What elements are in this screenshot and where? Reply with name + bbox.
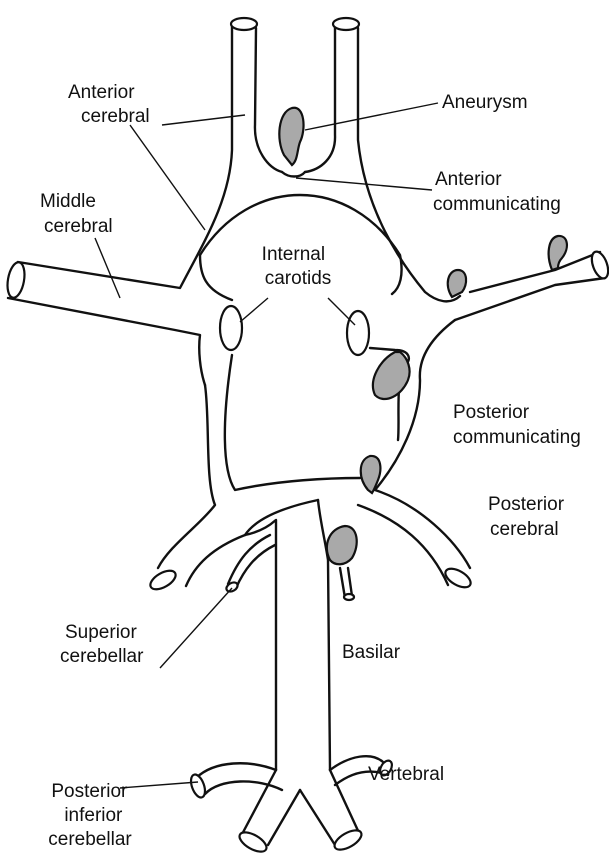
aneurysm-posterior-communicating xyxy=(373,352,410,399)
leader-anterior-cerebral-left xyxy=(130,125,205,230)
aneurysm-right-middle-cerebral-1 xyxy=(448,270,466,297)
right-internal-carotid-end xyxy=(347,311,369,355)
leader-internal-carotid-left xyxy=(240,298,268,322)
labels: Anterior cerebral Aneurysm Anterior comm… xyxy=(40,82,581,850)
label-anterior-communicating: Anterior communicating xyxy=(433,169,561,215)
left-anterior-cerebral-outer-wall xyxy=(18,22,232,288)
label-vertebral: Vertebral xyxy=(368,764,444,785)
right-posterior-cerebral-end xyxy=(442,565,473,591)
left-internal-carotid-end xyxy=(220,306,242,350)
left-carotid-stub-wall xyxy=(200,255,232,300)
right-anterior-cerebral-inner-wall xyxy=(305,22,335,172)
right-middle-cerebral-lower-wall xyxy=(455,278,605,320)
inner-lower-loop xyxy=(225,355,360,490)
right-middle-cerebral-upper-wall xyxy=(470,252,600,292)
leader-superior-cerebellar xyxy=(160,588,232,668)
label-posterior-communicating: Posterior communicating xyxy=(453,402,581,448)
left-superior-cerebellar xyxy=(228,535,275,588)
basilar-top-wall xyxy=(245,500,318,535)
left-pica xyxy=(196,763,282,794)
right-superior-cerebellar-end xyxy=(344,594,354,600)
left-posterior-cerebral-wall xyxy=(186,535,245,586)
leader-lines xyxy=(95,103,438,788)
label-anterior-cerebral: Anterior cerebral xyxy=(68,82,150,127)
left-anterior-cerebral-inner-wall xyxy=(255,28,282,172)
anterior-communicating-wall xyxy=(282,172,305,177)
right-anterior-cerebral-outer-wall xyxy=(358,28,460,301)
aneurysm-anterior-communicating xyxy=(279,108,303,165)
label-superior-cerebellar: Superior cerebellar xyxy=(60,622,144,667)
left-pica-end xyxy=(188,773,207,800)
left-posterior-cerebral-end xyxy=(147,567,178,593)
aneurysm-superior-cerebellar xyxy=(327,526,357,564)
left-vertebral-end xyxy=(237,828,270,853)
right-middle-cerebral-end xyxy=(589,249,609,280)
leader-aneurysm xyxy=(305,103,438,130)
leader-internal-carotid-right xyxy=(328,298,355,325)
left-middle-cerebral-end xyxy=(5,261,27,299)
label-internal-carotids: Internal carotids xyxy=(262,244,332,289)
label-middle-cerebral: Middle cerebral xyxy=(40,191,113,237)
leader-middle-cerebral xyxy=(95,238,120,298)
aneurysm-right-middle-cerebral-2 xyxy=(549,236,567,270)
label-basilar: Basilar xyxy=(342,642,401,663)
left-posterior-communicating-wall xyxy=(158,385,215,568)
left-anterior-cerebral-end xyxy=(231,18,257,30)
label-posterior-inferior-cerebellar: Posterior inferior cerebellar xyxy=(48,781,132,850)
right-vertebral-end xyxy=(332,826,365,853)
label-aneurysm: Aneurysm xyxy=(442,92,528,113)
left-middle-cerebral-lower-wall xyxy=(8,298,205,385)
right-posterior-cerebral-wall xyxy=(358,505,448,585)
left-superior-cerebellar-end xyxy=(225,581,239,594)
label-posterior-cerebral: Posterior cerebral xyxy=(488,494,569,540)
basilar-left-wall xyxy=(245,520,276,770)
right-anterior-cerebral-end xyxy=(333,18,359,30)
